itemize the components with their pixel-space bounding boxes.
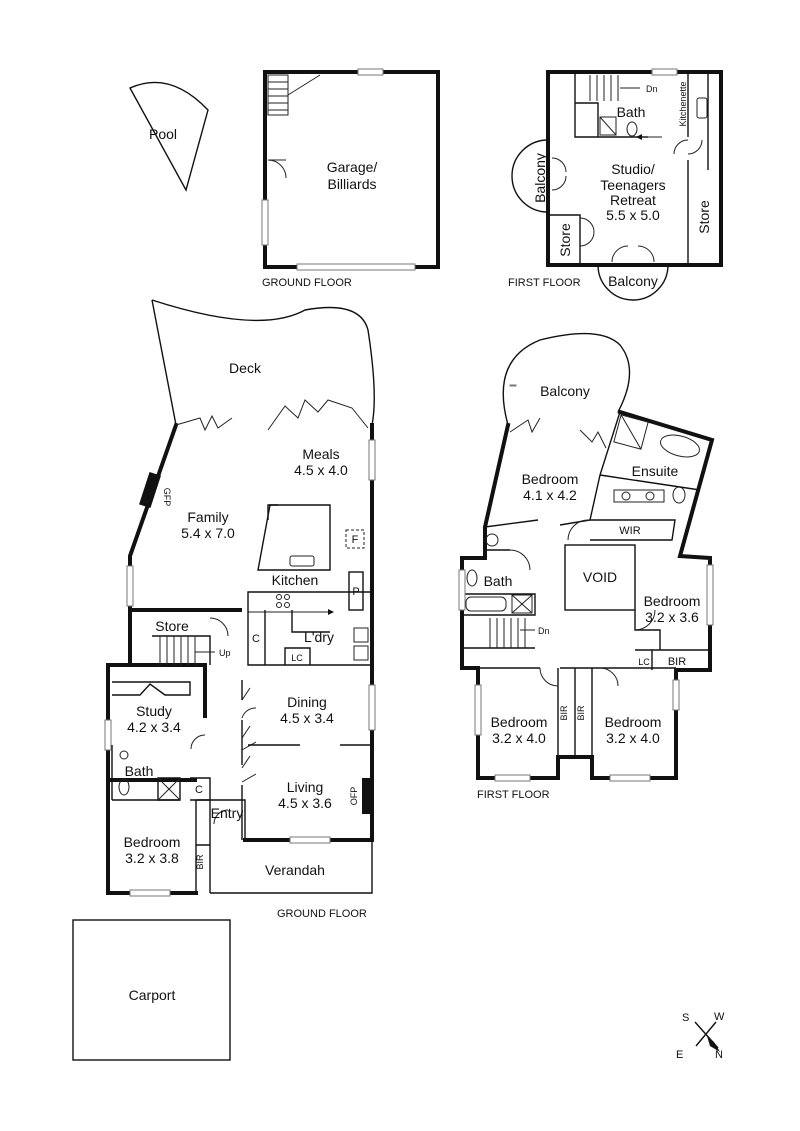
ground-bedroom-size: 3.2 x 3.8 <box>125 850 179 866</box>
garage-label-1: Garage/ <box>327 159 378 175</box>
first-wir-label: WIR <box>619 525 640 537</box>
ground-family-size: 5.4 x 7.0 <box>181 525 235 541</box>
first-bedroom1-size: 4.1 x 4.2 <box>523 487 577 503</box>
ground-f-label: F <box>352 534 359 546</box>
first-bedroom3-label: Bedroom <box>491 714 548 730</box>
studio-store-left-label: Store <box>557 223 573 257</box>
first-bedroom1-label: Bedroom <box>522 471 579 487</box>
ground-verandah-label: Verandah <box>265 862 325 878</box>
first-dn-label: Dn <box>538 626 550 636</box>
ground-bath-label: Bath <box>125 763 154 779</box>
studio-dn-label: Dn <box>646 84 658 94</box>
garage-caption: GROUND FLOOR <box>262 277 352 289</box>
first-bath-label: Bath <box>484 573 513 589</box>
ground-store-label: Store <box>155 618 189 634</box>
first-bir-right-label: BIR <box>668 656 686 668</box>
ground-bir-label: BIR <box>195 854 205 870</box>
ground-deck-label: Deck <box>229 360 262 376</box>
studio-caption: FIRST FLOOR <box>508 277 581 289</box>
first-bedroom4-size: 3.2 x 4.0 <box>606 730 660 746</box>
first-ensuite-label: Ensuite <box>632 463 679 479</box>
ground-study-label: Study <box>136 703 172 719</box>
compass-e-label: E <box>676 1049 683 1061</box>
pool-label: Pool <box>149 126 177 142</box>
ground-ofp-label: OFP <box>349 787 359 806</box>
first-bir-a-label: BIR <box>559 705 569 721</box>
ground-up-label: Up <box>219 648 231 658</box>
studio-size: 5.5 x 5.0 <box>606 207 660 223</box>
ground-meals-label: Meals <box>302 446 339 462</box>
ground-p-label: P <box>352 586 359 598</box>
first-bedroom3-size: 3.2 x 4.0 <box>492 730 546 746</box>
ground-living-size: 4.5 x 3.6 <box>278 795 332 811</box>
first-void-label: VOID <box>583 569 617 585</box>
compass-n-label: N <box>715 1049 723 1061</box>
studio-store-right-label: Store <box>696 200 712 234</box>
ground-study-size: 4.2 x 3.4 <box>127 719 181 735</box>
ground-meals-size: 4.5 x 4.0 <box>294 462 348 478</box>
studio-bath-label: Bath <box>617 104 646 120</box>
first-caption: FIRST FLOOR <box>477 789 550 801</box>
compass-w-label: W <box>714 1011 725 1023</box>
compass-s-label: S <box>682 1012 689 1024</box>
first-bedroom4-label: Bedroom <box>605 714 662 730</box>
studio-name-3: Retreat <box>610 192 656 208</box>
ground-laundry-label: L'dry <box>304 629 334 645</box>
ground-c2-label: C <box>195 784 203 796</box>
pool: Pool <box>129 81 209 192</box>
first-bedroom2-label: Bedroom <box>644 593 701 609</box>
compass: S W E N <box>676 1011 725 1061</box>
ground-entry-label: Entry <box>211 805 244 821</box>
ground-family-label: Family <box>187 509 228 525</box>
ground-gfp-label: GFP <box>162 488 172 507</box>
first-floor-plan: Balcony Bedroom 4.1 x 4.2 Ensuite WIR VO… <box>458 332 715 801</box>
ground-lc-label: LC <box>291 653 303 663</box>
ground-c1-label: C <box>252 633 260 645</box>
ground-kitchen-label: Kitchen <box>272 572 319 588</box>
first-lc-label: LC <box>638 657 650 667</box>
garage-label-2: Billiards <box>327 176 376 192</box>
studio-kitchenette-label: Kitchenette <box>678 81 688 126</box>
ground-dining-size: 4.5 x 3.4 <box>280 710 334 726</box>
studio-balcony-bottom-label: Balcony <box>608 273 658 289</box>
ground-bedroom-label: Bedroom <box>124 834 181 850</box>
first-bedroom2-size: 3.2 x 3.6 <box>645 609 699 625</box>
first-balcony-label: Balcony <box>540 383 590 399</box>
studio-plan: Bath Kitchenette Dn Balcony Studio/ Teen… <box>508 68 723 301</box>
carport: Carport <box>72 919 231 1061</box>
studio-balcony-side-label: Balcony <box>532 153 548 203</box>
ground-caption: GROUND FLOOR <box>277 908 367 920</box>
ground-dining-label: Dining <box>287 694 327 710</box>
ground-floor-plan: Deck Meals 4.5 x 4.0 Family 5.4 x 7.0 GF… <box>104 299 376 920</box>
first-bir-b-label: BIR <box>576 705 586 721</box>
garage: Garage/ Billiards GROUND FLOOR <box>261 68 440 289</box>
studio-name-1: Studio/ <box>611 161 655 177</box>
carport-label: Carport <box>129 987 176 1003</box>
ground-living-label: Living <box>287 779 324 795</box>
studio-name-2: Teenagers <box>600 177 665 193</box>
